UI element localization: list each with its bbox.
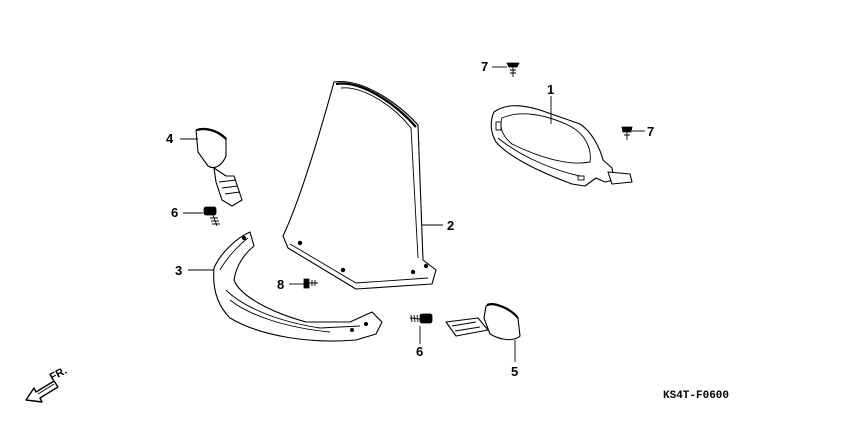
bolt-part	[203, 206, 220, 227]
diagram-code: KS4T-F0600	[663, 390, 729, 402]
garnish-part	[213, 231, 383, 342]
callout-7-right: 7	[647, 124, 654, 139]
callout-4: 4	[166, 131, 174, 146]
front-arrow: FR.	[25, 365, 69, 403]
windscreen-part	[282, 80, 437, 290]
screw-part	[506, 62, 520, 77]
front-label: FR.	[48, 365, 69, 384]
bolt-part	[409, 313, 433, 324]
screw-part	[303, 278, 318, 289]
callout-3: 3	[175, 263, 182, 278]
callout-6-upper: 6	[171, 205, 178, 220]
screen-mount-hole	[423, 263, 429, 269]
callout-7-upper: 7	[481, 59, 488, 74]
callout-5: 5	[511, 364, 518, 379]
callout-1: 1	[547, 82, 554, 97]
screen-mount-hole	[340, 267, 346, 273]
inner-cover-part	[490, 105, 633, 187]
callout-2: 2	[447, 218, 454, 233]
left-mirror-part	[195, 127, 243, 207]
screen-mount-hole	[297, 240, 303, 246]
screw-part	[621, 126, 633, 140]
right-mirror-part	[445, 303, 521, 341]
callout-8: 8	[277, 277, 284, 292]
screen-mount-hole	[410, 269, 416, 275]
callout-6-lower: 6	[416, 344, 423, 359]
